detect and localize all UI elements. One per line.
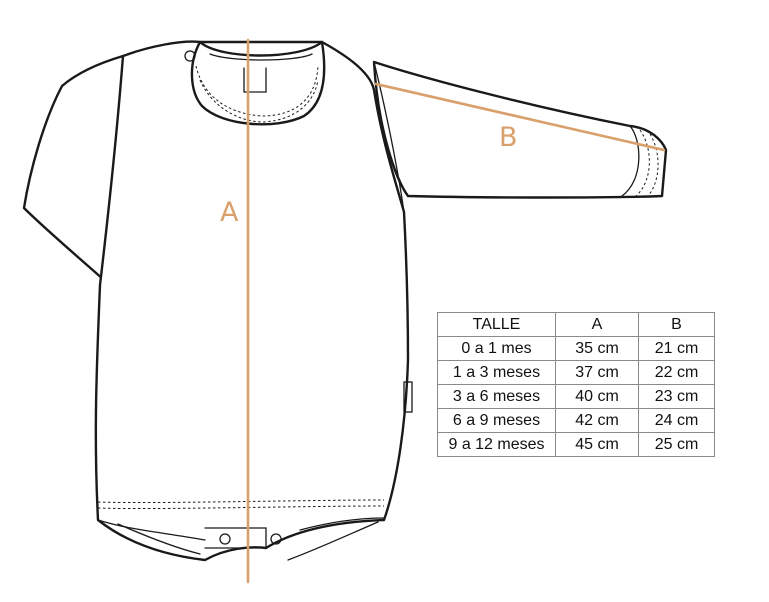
measurement-label-b: B (499, 122, 518, 153)
table-row: 3 a 6 meses 40 cm 23 cm (437, 384, 715, 409)
table-row: 9 a 12 meses 45 cm 25 cm (437, 432, 715, 457)
header-talle: TALLE (437, 312, 556, 337)
size-cell: 0 a 1 mes (437, 336, 556, 361)
size-cell: 6 a 9 meses (437, 408, 556, 433)
measure-b-cell: 22 cm (638, 360, 715, 385)
size-cell: 9 a 12 meses (437, 432, 556, 457)
measure-b-cell: 24 cm (638, 408, 715, 433)
measure-a-cell: 37 cm (555, 360, 639, 385)
side-tag (403, 381, 413, 413)
measure-b-cell: 23 cm (638, 384, 715, 409)
size-cell: 1 a 3 meses (437, 360, 556, 385)
measurement-label-a: A (220, 197, 239, 228)
measure-a-cell: 40 cm (555, 384, 639, 409)
measure-a-cell: 45 cm (555, 432, 639, 457)
table-row: 6 a 9 meses 42 cm 24 cm (437, 408, 715, 433)
collar (184, 40, 326, 126)
header-b: B (638, 312, 715, 337)
right-sleeve (372, 60, 668, 213)
size-table-header-row: TALLE A B (437, 312, 715, 337)
bottom-hem (97, 499, 385, 561)
size-table: TALLE A B 0 a 1 mes 35 cm 21 cm 1 a 3 me… (437, 312, 715, 457)
table-row: 0 a 1 mes 35 cm 21 cm (437, 336, 715, 361)
table-row: 1 a 3 meses 37 cm 22 cm (437, 360, 715, 385)
measurement-line-b (374, 82, 666, 152)
header-a: A (555, 312, 639, 337)
measure-b-cell: 25 cm (638, 432, 715, 457)
measure-a-cell: 35 cm (555, 336, 639, 361)
measure-a-cell: 42 cm (555, 408, 639, 433)
size-cell: 3 a 6 meses (437, 384, 556, 409)
measure-b-cell: 21 cm (638, 336, 715, 361)
